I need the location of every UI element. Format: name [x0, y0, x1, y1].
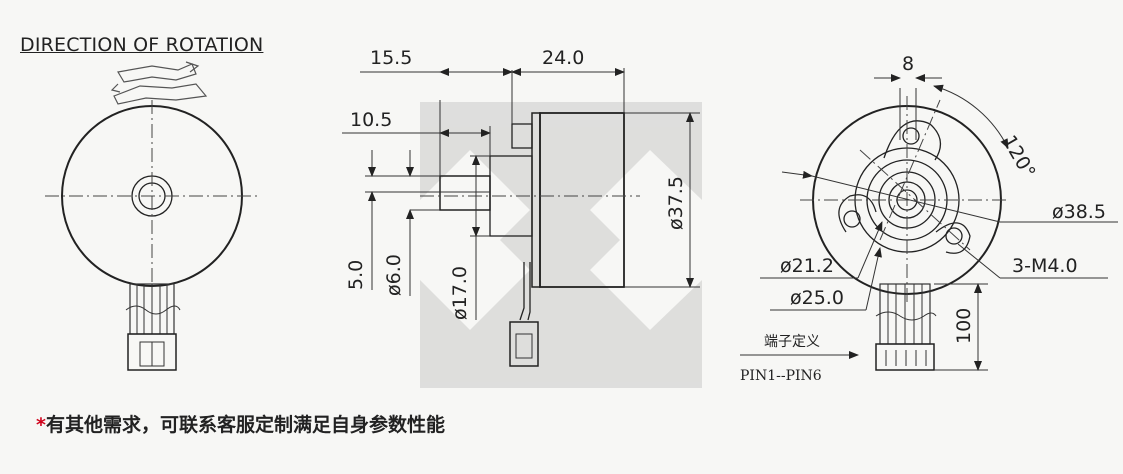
mount-hole-2	[843, 210, 861, 228]
rotation-view	[45, 61, 260, 371]
dim-boss-diameter: ø17.0	[449, 266, 471, 320]
dim-body-diameter: ø37.5	[665, 176, 687, 230]
dim-shaft-diameter: ø6.0	[383, 254, 405, 296]
dim-hole-pcd: ø21.2	[780, 255, 834, 277]
dim-flat: 5.0	[345, 260, 367, 290]
terminal-label: 端子定义	[764, 334, 820, 350]
watermark-logo	[420, 102, 702, 388]
direction-of-rotation-title: DIRECTION OF ROTATION	[20, 34, 264, 56]
shaft-side	[439, 175, 491, 211]
note-star: *	[36, 414, 46, 436]
wire-bundle	[125, 283, 181, 371]
dim-flange-length: 10.5	[350, 109, 392, 131]
mount-hole-1	[902, 127, 920, 145]
custom-note: *有其他需求，可联系客服定制满足自身参数性能	[36, 410, 445, 437]
dim-angle: 120°	[998, 132, 1040, 183]
dim-flange-diameter: ø38.5	[1052, 201, 1106, 223]
dim-slot-width: 8	[902, 53, 914, 75]
connector	[127, 333, 177, 371]
rotation-arrows-icon	[110, 61, 208, 105]
dim-shaft-length: 15.5	[370, 47, 412, 69]
dim-holes: 3-M4.0	[1012, 255, 1078, 277]
front-view: 8 120° ø38.5 3-M4.0 ø21.2 ø25.0	[740, 53, 1118, 384]
side-view: 15.5 24.0 10.5 ø37.5 5.0 ø6.0 ø17.0	[342, 47, 700, 367]
dim-lead-length: 100	[953, 308, 975, 344]
dim-body-length: 24.0	[542, 47, 584, 69]
note-text: 有其他需求，可联系客服定制满足自身参数性能	[45, 414, 445, 436]
terminal-pins: PIN1--PIN6	[740, 368, 822, 384]
mount-hole-3	[945, 227, 963, 245]
front-wire-bundle	[875, 283, 937, 371]
dim-pcd: ø25.0	[790, 287, 844, 309]
side-connector	[509, 321, 539, 367]
